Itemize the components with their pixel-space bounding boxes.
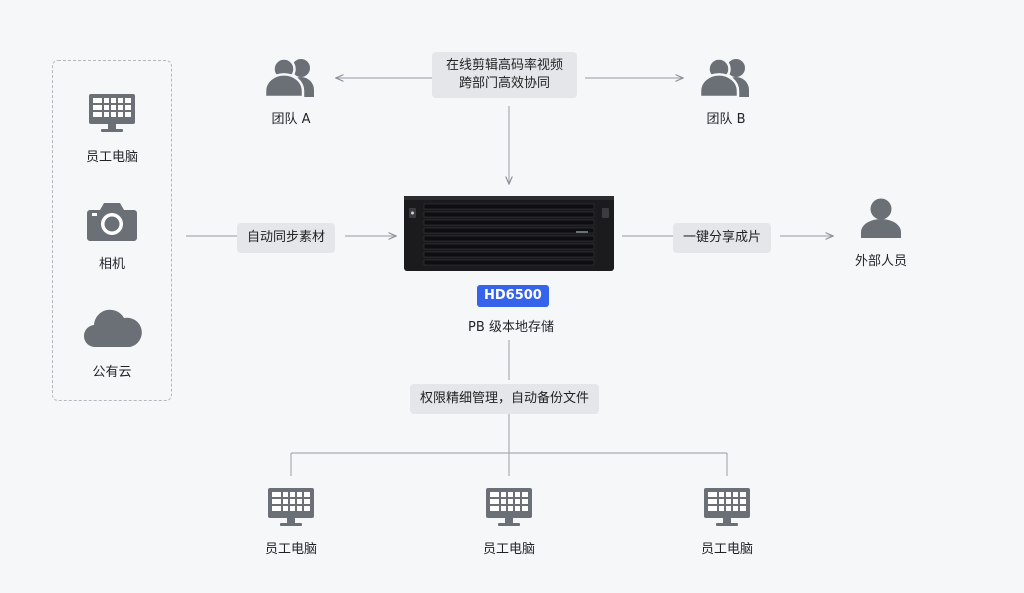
- source-label-pc: 员工电脑: [85, 150, 139, 165]
- cloud-icon: [84, 309, 142, 348]
- team-a-label: 团队 A: [271, 112, 311, 127]
- camera-icon: [87, 203, 137, 241]
- person-icon: [861, 198, 901, 238]
- sources-group: [52, 60, 172, 401]
- employee-pc-label: 员工电脑: [264, 542, 318, 557]
- collab-line-1: 在线剪辑高码率视频: [446, 58, 564, 73]
- monitor-icon: [89, 94, 135, 132]
- storage-label: PB 级本地存储: [468, 320, 554, 335]
- source-label-camera: 相机: [98, 257, 126, 272]
- model-badge: HD6500: [477, 285, 549, 307]
- monitor-icon: [268, 488, 314, 526]
- team-b-label: 团队 B: [706, 112, 746, 127]
- tag-sync-material: 自动同步素材: [237, 223, 336, 253]
- employee-pc-label: 员工电脑: [482, 542, 536, 557]
- external-label: 外部人员: [854, 254, 908, 269]
- tag-share: 一键分享成片: [673, 223, 772, 253]
- monitor-icon: [486, 488, 532, 526]
- tag-permission: 权限精细管理，自动备份文件: [410, 384, 600, 414]
- team-icon: [263, 57, 314, 98]
- server-image: [404, 196, 614, 271]
- collab-line-2: 跨部门高效协同: [459, 76, 551, 91]
- monitor-icon: [704, 488, 750, 526]
- source-label-cloud: 公有云: [92, 365, 132, 380]
- team-icon: [698, 57, 749, 98]
- employee-pc-label: 员工电脑: [700, 542, 754, 557]
- tag-collaboration: 在线剪辑高码率视频 跨部门高效协同: [432, 52, 578, 98]
